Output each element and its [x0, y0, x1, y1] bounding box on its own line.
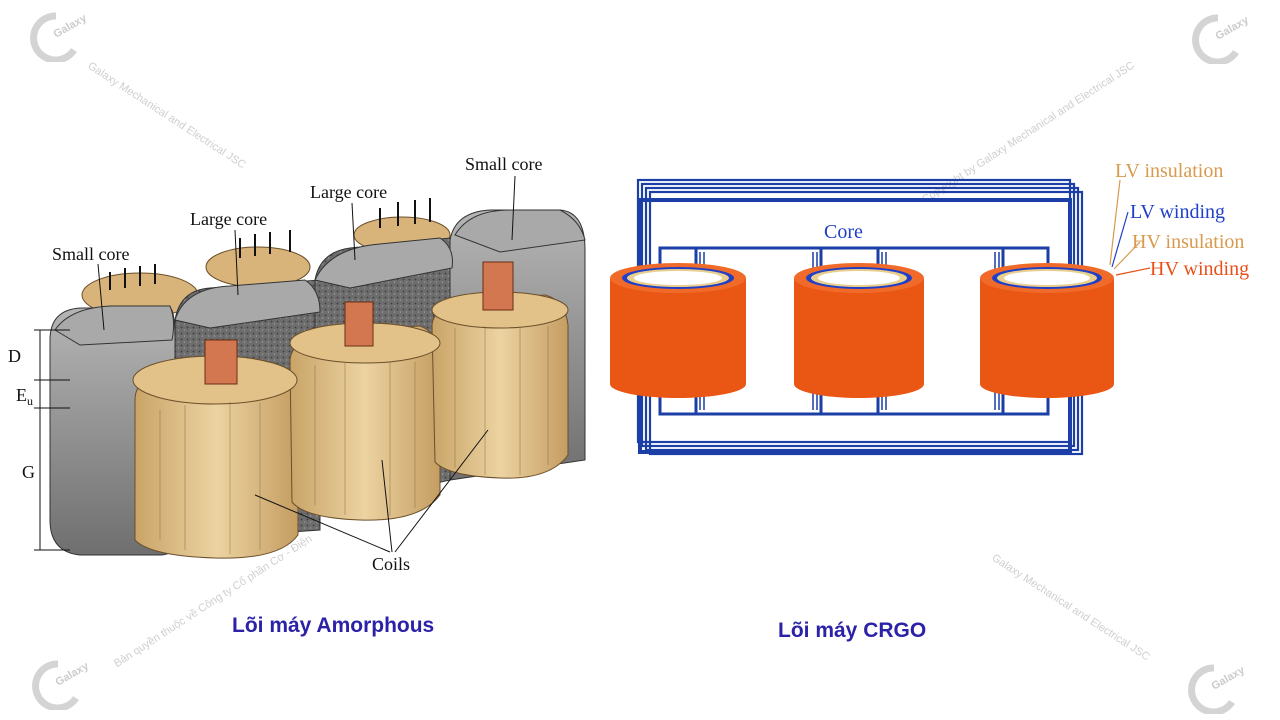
legend-lv-insulation: LV insulation: [1115, 160, 1223, 182]
galaxy-logo-top-left: Galaxy: [30, 12, 90, 62]
caption-amorphous: Lõi máy Amorphous: [232, 614, 435, 637]
svg-text:Galaxy: Galaxy: [52, 12, 90, 41]
winding-right: [980, 263, 1114, 398]
label-small-core-left: Small core: [52, 244, 129, 264]
winding-middle: [794, 263, 924, 398]
dim-d: D: [8, 346, 21, 366]
legend-hv-insulation: HV insulation: [1132, 231, 1244, 253]
dim-e: Eu: [16, 385, 33, 408]
legend-lv-winding: LV winding: [1130, 201, 1225, 223]
galaxy-logo-bottom-left: Galaxy: [32, 660, 92, 710]
svg-text:Galaxy: Galaxy: [54, 660, 92, 689]
galaxy-logo-bottom-right: Galaxy: [1188, 664, 1248, 714]
caption-crgo: Lõi máy CRGO: [778, 619, 927, 642]
watermark-company-bottom-right: Galaxy Mechanical and Electrical JSC: [989, 552, 1152, 664]
svg-text:Galaxy: Galaxy: [1214, 14, 1252, 43]
crgo-core-label: Core: [824, 221, 863, 243]
svg-text:Galaxy: Galaxy: [1210, 664, 1248, 693]
label-small-core-right: Small core: [465, 154, 542, 174]
legend-hv-winding: HV winding: [1150, 258, 1249, 280]
amorphous-core-diagram: Small core Large core Large core Small c…: [8, 154, 586, 574]
dim-g: G: [22, 462, 35, 482]
winding-left: [610, 263, 746, 398]
label-large-core-right: Large core: [310, 182, 387, 202]
label-large-core-left: Large core: [190, 209, 267, 229]
crgo-core-diagram: Core LV insulation LV winding HV insulat…: [610, 160, 1249, 456]
galaxy-logo-top-right: Galaxy: [1192, 14, 1252, 64]
label-coils: Coils: [372, 554, 410, 574]
